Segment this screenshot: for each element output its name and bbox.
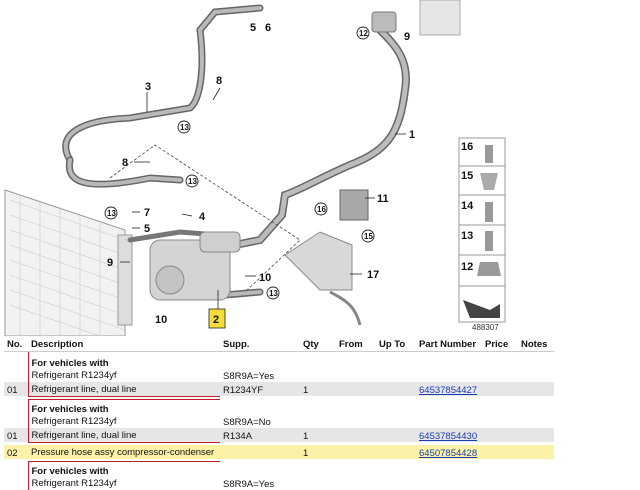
row-description: Refrigerant line, dual line <box>27 427 220 443</box>
group-supp: S8R9A=Yes <box>223 478 275 490</box>
part-number-link[interactable]: 64537854427 <box>419 385 478 396</box>
bracket-illustration <box>284 189 369 326</box>
compressor-illustration <box>149 231 241 301</box>
arrow-icon <box>463 300 500 318</box>
nut-icon <box>477 262 501 276</box>
callout-17: 17 <box>367 269 379 281</box>
row-qty: 1 <box>300 427 336 442</box>
part-number-link[interactable]: 64537854430 <box>419 431 478 442</box>
callout-13-b: 13 <box>188 177 197 186</box>
col-qty: Qty <box>300 337 336 352</box>
callout-7: 7 <box>144 207 150 219</box>
legend-14: 14 <box>461 200 474 212</box>
callout-5: 5 <box>144 223 150 235</box>
screw-icon <box>485 231 493 251</box>
row-description: Pressure hose assy compressor-condenser <box>28 444 220 459</box>
callout-2[interactable]: 2 <box>213 314 219 326</box>
legend-13: 13 <box>461 230 473 242</box>
reservoir-illustration <box>371 0 461 36</box>
row-no: 01 <box>4 427 28 442</box>
col-notes: Notes <box>518 337 554 352</box>
stud-bolt-icon <box>485 202 493 222</box>
row-no: 02 <box>4 444 28 459</box>
col-description: Description <box>28 337 220 352</box>
parts-table: No. Description Supp. Qty From Up To Par… <box>4 337 554 490</box>
clip-nut-icon <box>480 173 498 190</box>
callout-9: 9 <box>107 257 113 269</box>
callout-10: 10 <box>155 314 167 326</box>
col-up-to: Up To <box>376 337 416 352</box>
group-heading-line1: For vehicles with <box>31 357 109 369</box>
row-qty: 1 <box>300 381 336 396</box>
part-number-link[interactable]: 64507854428 <box>419 447 478 459</box>
callout-16: 16 <box>317 205 326 214</box>
col-no: No. <box>4 337 28 352</box>
row-supp: R134A <box>220 427 300 442</box>
table-row[interactable]: 01 Refrigerant line, dual line R1234YF 1… <box>4 381 554 397</box>
parts-diagram: 3 8 8 7 5 4 9 10 10 5 6 9 1 11 17 12 13 … <box>4 0 506 336</box>
callout-9-top: 9 <box>404 31 410 43</box>
callout-11: 11 <box>377 193 389 205</box>
col-supp: Supp. <box>220 337 300 352</box>
callout-2-highlight[interactable] <box>208 308 226 329</box>
doc-number: 488307 <box>472 323 499 332</box>
callout-10b: 10 <box>259 272 271 284</box>
row-description: Refrigerant line, dual line <box>27 381 220 397</box>
callout-13-a: 13 <box>180 123 189 132</box>
bolt-icon <box>485 145 493 163</box>
col-part-number: Part Number <box>416 337 482 352</box>
detail-leader <box>109 144 301 293</box>
group-heading-line2: Refrigerant R1234yf <box>31 369 117 381</box>
callout-8: 8 <box>216 75 222 87</box>
group-heading: For vehicles with Refrigerant R1234yf S8… <box>4 351 554 382</box>
condenser-illustration <box>4 189 133 336</box>
group-heading-line1: For vehicles with <box>31 465 109 477</box>
callout-4: 4 <box>199 211 206 223</box>
group-heading: For vehicles with Refrigerant R1234yf S8… <box>4 460 554 490</box>
legend-12: 12 <box>461 261 473 273</box>
callout-12: 12 <box>359 29 368 38</box>
callout-3: 3 <box>145 81 151 93</box>
callout-5-top: 5 <box>250 22 256 34</box>
table-row-highlighted[interactable]: 02 Pressure hose assy compressor-condens… <box>4 444 554 459</box>
row-supp: R1234YF <box>220 381 300 396</box>
callout-13-d: 13 <box>269 289 278 298</box>
group-supp: S8R9A=Yes <box>223 370 275 382</box>
col-price: Price <box>482 337 518 352</box>
table-header: No. Description Supp. Qty From Up To Par… <box>4 337 554 352</box>
group-supp: S8R9A=No <box>223 416 271 428</box>
legend-15: 15 <box>461 170 473 182</box>
row-no: 01 <box>4 381 28 396</box>
group-heading-line2: Refrigerant R1234yf <box>31 477 117 489</box>
callout-1: 1 <box>409 129 415 141</box>
legend-16: 16 <box>461 141 473 153</box>
group-heading-line1: For vehicles with <box>31 403 109 415</box>
table-row[interactable]: 01 Refrigerant line, dual line R134A 1 6… <box>4 427 554 443</box>
fastener-legend: 16 15 14 13 12 488307 <box>458 137 506 332</box>
callout-6: 6 <box>265 22 271 34</box>
col-from: From <box>336 337 376 352</box>
group-heading: For vehicles with Refrigerant R1234yf S8… <box>4 398 554 428</box>
group-heading-line2: Refrigerant R1234yf <box>31 415 117 427</box>
callout-8b: 8 <box>122 157 128 169</box>
callout-15: 15 <box>364 232 373 241</box>
callout-13-c: 13 <box>107 209 116 218</box>
row-qty: 1 <box>300 444 336 459</box>
